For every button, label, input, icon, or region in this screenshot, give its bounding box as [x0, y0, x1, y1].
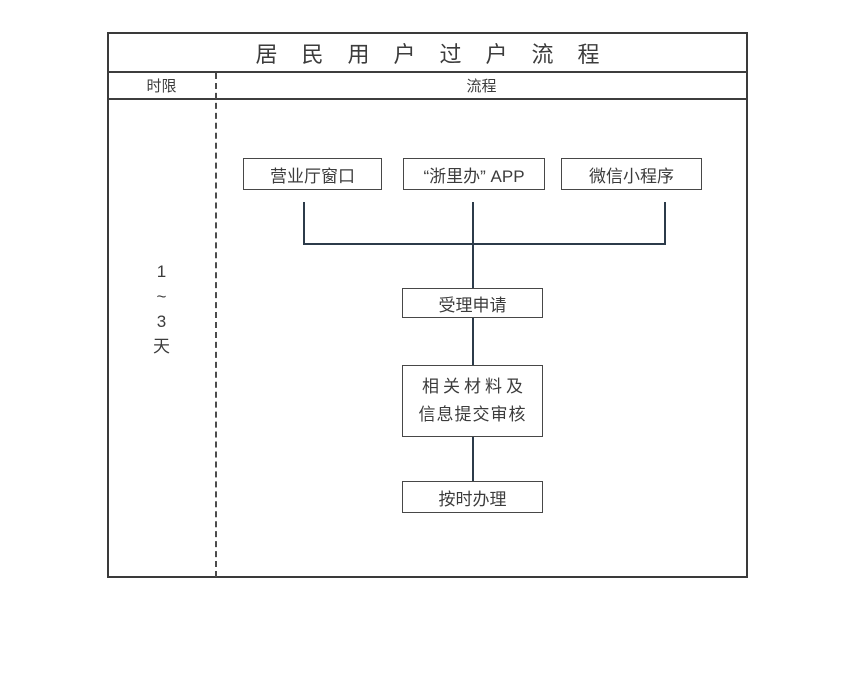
time-limit-line-1: 1: [156, 262, 167, 281]
time-limit-line-tilde: ~: [156, 287, 167, 306]
materials-review-line-1: 相关材料及: [422, 377, 527, 396]
channel-box-hall-window: 营业厅窗口: [243, 158, 382, 190]
step-box-accept-application: 受理申请: [402, 288, 543, 318]
materials-review-line-2: 信息提交审核: [418, 405, 527, 424]
connector-branch-right-vertical: [664, 202, 666, 243]
channel-box-zheliban-app: “浙里办” APP: [403, 158, 545, 190]
chart-frame: [107, 32, 748, 578]
channel-box-wechat-miniprogram: 微信小程序: [561, 158, 702, 190]
time-limit-line-3: 3: [156, 312, 167, 331]
step-box-timely-processing: 按时办理: [402, 481, 543, 513]
connector-branch-center-vertical: [472, 202, 474, 288]
title-divider-line: [108, 71, 747, 73]
page-title: 居民用户过户流程: [255, 42, 624, 67]
column-divider-dashed-line: [215, 73, 217, 577]
time-limit-value: 1 ~ 3 天: [109, 259, 214, 359]
header-divider-line: [108, 98, 747, 100]
connector-branch-left-vertical: [303, 202, 305, 243]
time-limit-line-day: 天: [153, 337, 170, 356]
column-header-process: 流程: [466, 78, 497, 95]
connector-accept-to-materials: [472, 318, 474, 365]
connector-materials-to-timely: [472, 437, 474, 481]
step-box-materials-review: 相关材料及 信息提交审核: [402, 365, 543, 437]
connector-merge-horizontal: [303, 243, 666, 245]
column-header-time-limit: 时限: [146, 78, 177, 95]
